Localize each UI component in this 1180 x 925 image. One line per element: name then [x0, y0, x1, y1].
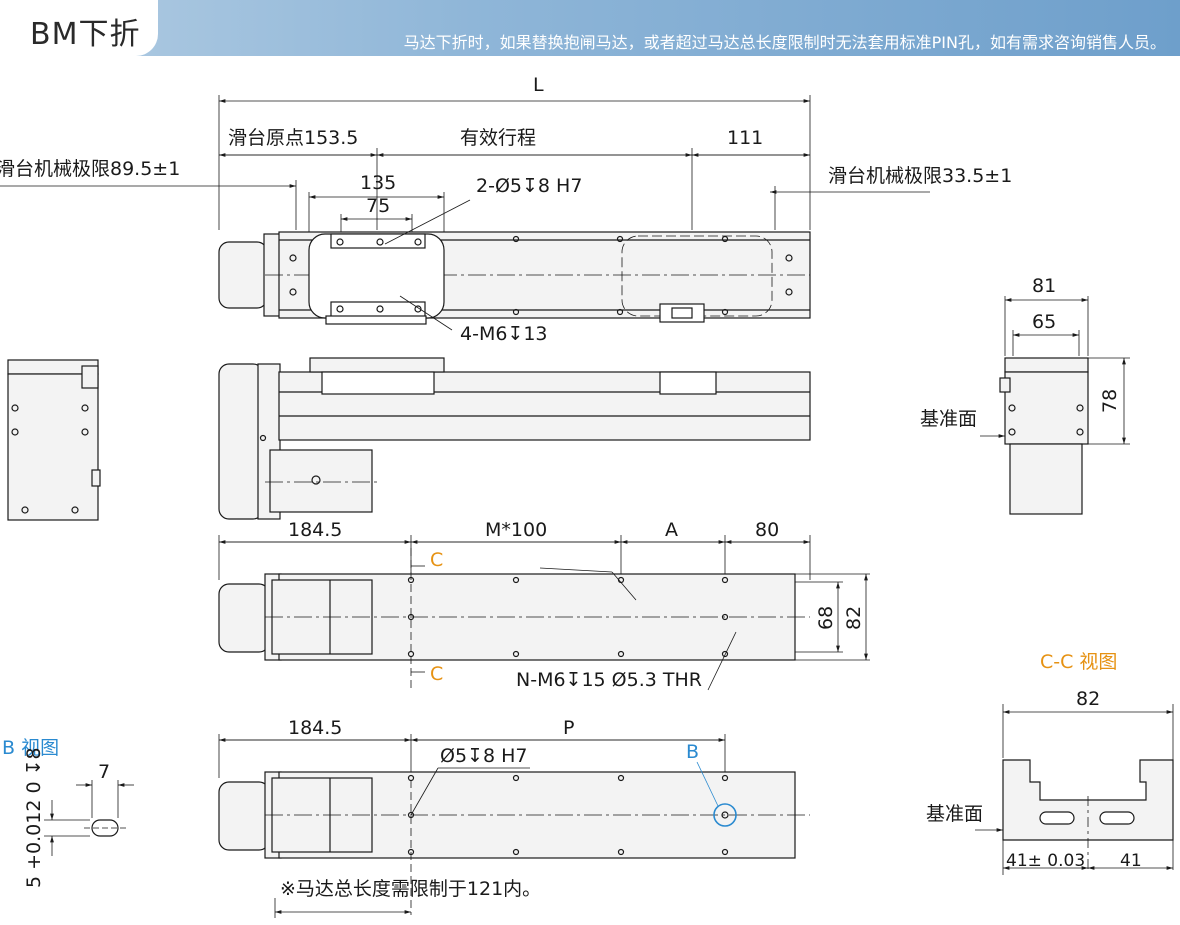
- section-cc-title: C-C 视图: [1040, 651, 1117, 673]
- dim-68: 68: [815, 606, 837, 630]
- dim-135: 135: [360, 172, 396, 194]
- label-slide-origin: 滑台原点153.5: [228, 127, 358, 149]
- dim-41-tolerance: 41± 0.03: [1006, 851, 1085, 871]
- detail-b-title: B 视图: [2, 737, 59, 759]
- detail-mark-b: B: [686, 741, 699, 763]
- dim-80: 80: [755, 519, 779, 541]
- section-mark-bottom: C: [430, 663, 443, 685]
- label-pin-hole: 2-Ø5↧8 H7: [476, 175, 582, 197]
- label-tap-holes: 4-M6↧13: [460, 323, 548, 345]
- pin-view: [218, 734, 810, 918]
- dim-7: 7: [98, 761, 110, 783]
- label-effective-stroke: 有效行程: [460, 127, 536, 149]
- right-end-view: [980, 296, 1130, 515]
- dim-78: 78: [1099, 389, 1121, 413]
- label-mount-holes: N-M6↧15 Ø5.3 THR: [516, 669, 702, 691]
- label-mech-limit-left: 滑台机械极限89.5±1: [0, 158, 180, 180]
- label-reference-face: 基准面: [920, 408, 977, 430]
- header-banner: BM下折 马达下折时，如果替换抱闸马达，或者超过马达总长度限制时无法套用标准PI…: [0, 0, 1180, 56]
- dim-A: A: [665, 519, 678, 541]
- bottom-view: [218, 535, 870, 691]
- dim-L: L: [533, 74, 544, 96]
- dim-75: 75: [366, 195, 390, 217]
- label-cc-reference-face: 基准面: [926, 803, 983, 825]
- label-motor-length-note: ※马达总长度需限制于121内。: [280, 878, 541, 900]
- label-mech-limit-right: 滑台机械极限33.5±1: [828, 165, 1012, 187]
- section-mark-top: C: [430, 549, 443, 571]
- label-pin-view-hole: Ø5↧8 H7: [440, 745, 527, 767]
- detail-b-view: [44, 780, 134, 856]
- dim-65: 65: [1032, 311, 1056, 333]
- side-view: [218, 357, 811, 520]
- dim-cc-82: 82: [1076, 688, 1100, 710]
- dim-tolerance: 5 +0.012 0 ↧8: [23, 747, 45, 888]
- section-cc-view: [975, 704, 1174, 875]
- top-view: [0, 95, 930, 331]
- header-note: 马达下折时，如果替换抱闸马达，或者超过马达总长度限制时无法套用标准PIN孔，如有…: [403, 33, 1166, 52]
- page-title: BM下折: [30, 17, 141, 52]
- dim-41: 41: [1120, 851, 1142, 871]
- dim-bottom-184-5: 184.5: [288, 519, 342, 541]
- dim-81: 81: [1032, 275, 1056, 297]
- dim-82: 82: [843, 606, 865, 630]
- title-tab: BM下折: [0, 0, 158, 56]
- dim-pin-184-5: 184.5: [288, 717, 342, 739]
- dim-P: P: [563, 717, 574, 739]
- motor-end-view: [7, 359, 101, 521]
- dim-111: 111: [727, 127, 763, 149]
- dim-M: M*100: [485, 519, 547, 541]
